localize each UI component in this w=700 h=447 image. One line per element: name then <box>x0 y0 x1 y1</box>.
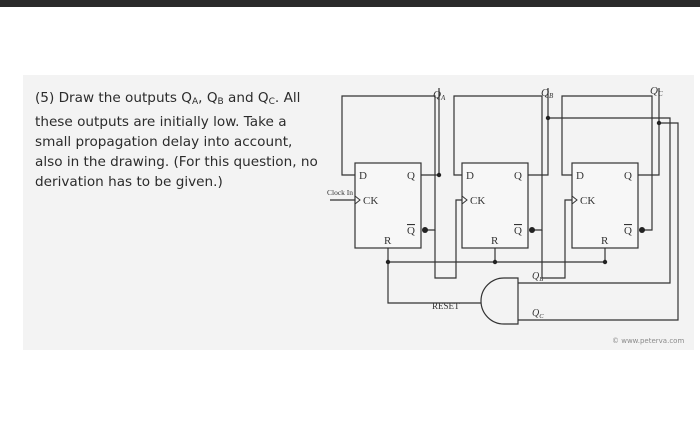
output-label-qa: QA <box>433 89 446 102</box>
ff-c-q: Q <box>624 170 632 182</box>
junction-reset-c <box>602 259 608 265</box>
clock-label: Clock In <box>327 188 353 197</box>
feedback-a <box>341 95 436 231</box>
junction-qc <box>656 120 662 126</box>
ff-b-qbar: Q <box>514 225 522 237</box>
output-qc <box>638 88 660 176</box>
top-bar <box>0 0 700 7</box>
ff-a-q: Q <box>407 170 415 182</box>
gate-label-qc: QC <box>532 308 544 320</box>
ff-a-ck: CK <box>363 195 378 207</box>
output-qa <box>421 88 440 176</box>
ff-b-q: Q <box>514 170 522 182</box>
ck-triangle-b <box>461 195 468 205</box>
output-label-qc: QC <box>650 85 663 98</box>
ff-b-ck: CK <box>470 195 485 207</box>
junction-reset-a <box>385 259 391 265</box>
ff-c-ck: CK <box>580 195 595 207</box>
clock-link-c <box>541 199 572 279</box>
feedback-b <box>453 95 543 231</box>
question-number: (5) <box>35 90 55 106</box>
feedback-c <box>561 95 653 231</box>
ff-a-d: D <box>359 170 367 182</box>
flip-flop-a <box>354 162 422 249</box>
ff-a-r: R <box>384 235 392 247</box>
ff-b-r: R <box>491 235 499 247</box>
qb-to-gate <box>548 117 671 284</box>
qbar-dot-a <box>422 227 428 233</box>
ff-a-qbar: Q <box>407 225 415 237</box>
ck-triangle-a <box>354 195 361 205</box>
ck-triangle-c <box>571 195 578 205</box>
qbar-dot-c <box>639 227 645 233</box>
qc-to-gate <box>554 122 679 321</box>
reset-label: RESET <box>432 301 460 311</box>
question-text: (5) Draw the outputs QA, QB and QC. All … <box>35 90 318 190</box>
clock-link-b <box>434 199 462 279</box>
and-gate <box>480 277 519 325</box>
ff-c-r: R <box>601 235 609 247</box>
circuit-diagram: D Q CK Q R D Q CK Q R D Q CK Q R QA QB Q… <box>327 85 679 325</box>
junction-qa <box>436 172 442 178</box>
output-qb <box>528 88 549 176</box>
ff-c-d: D <box>576 170 584 182</box>
junction-reset-b <box>492 259 498 265</box>
flip-flop-b <box>461 162 529 249</box>
junction-qb <box>545 115 551 121</box>
flip-flop-c <box>571 162 639 249</box>
output-label-qb: QB <box>541 87 554 100</box>
gate-label-qb: QB <box>532 271 543 283</box>
ff-b-d: D <box>466 170 474 182</box>
qbar-dot-b <box>529 227 535 233</box>
ff-c-qbar: Q <box>624 225 632 237</box>
watermark: © www.peterva.com <box>612 337 685 345</box>
